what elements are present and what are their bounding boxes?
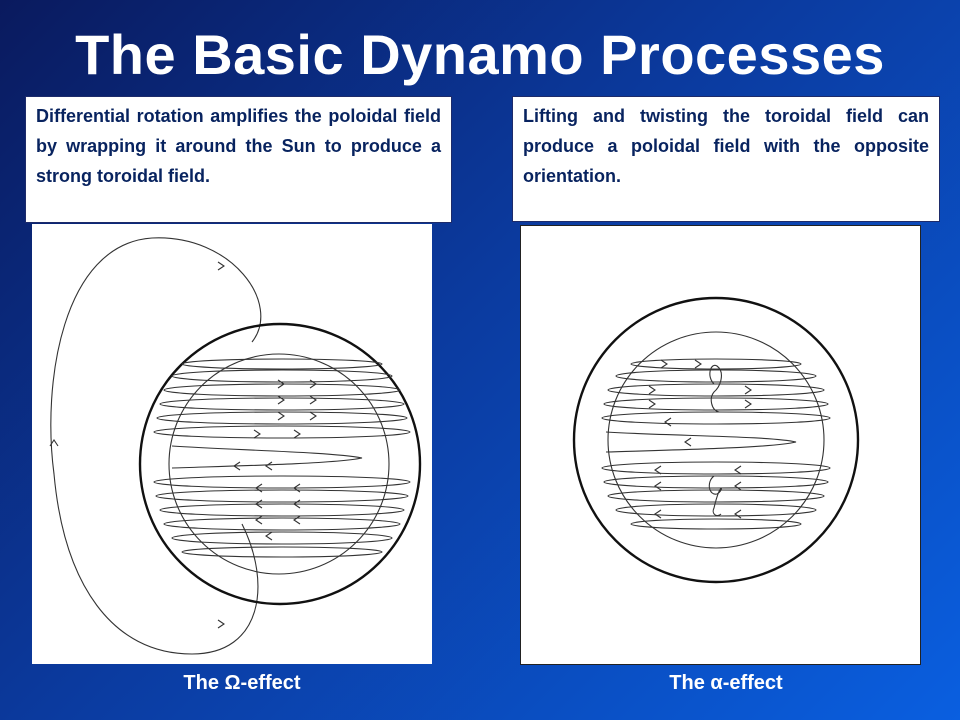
poloidal-field-loop [50, 237, 262, 655]
field-arrows [49, 261, 317, 629]
inner-sphere [168, 353, 390, 575]
toroidal-field-lines [153, 358, 411, 558]
toroidal-field-lines [601, 358, 831, 530]
slide-title: The Basic Dynamo Processes [75, 23, 885, 86]
alpha-effect-label: The α-effect [669, 672, 783, 694]
omega-effect-label: The Ω-effect [183, 672, 301, 694]
omega-effect-figure [49, 237, 422, 655]
omega-effect-diagram [32, 224, 432, 664]
alpha-effect-figure [572, 296, 860, 584]
omega-effect-caption: Differential rotation amplifies the polo… [25, 96, 452, 223]
outer-sphere [572, 296, 860, 584]
alpha-effect-diagram [520, 225, 921, 665]
alpha-effect-caption: Lifting and twisting the toroidal field … [512, 96, 940, 222]
inner-sphere [607, 331, 825, 549]
field-arrows [648, 359, 752, 519]
outer-sphere [138, 322, 422, 606]
twisted-loops [708, 364, 722, 517]
